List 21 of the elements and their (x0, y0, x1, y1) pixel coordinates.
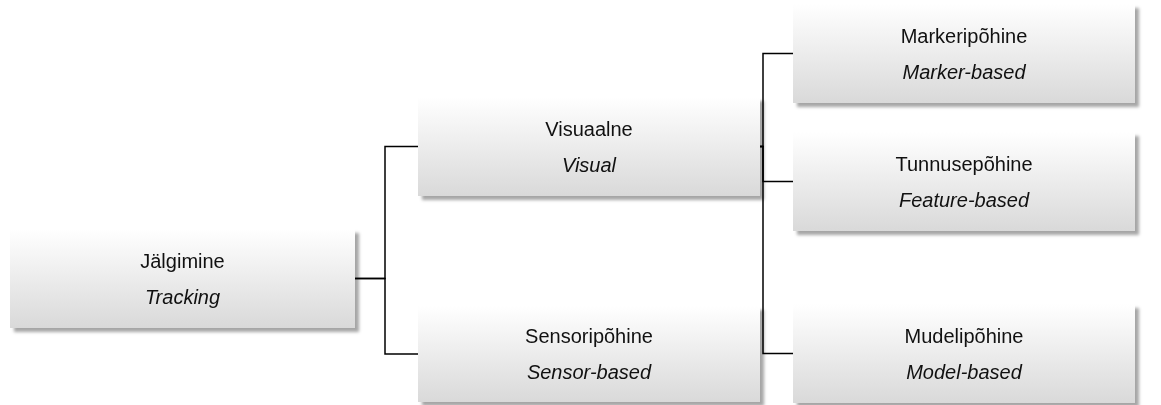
category-name: Tunnusepõhine (895, 151, 1033, 176)
category-name: Jälgimine (140, 248, 225, 273)
connector-line (354, 277, 419, 355)
english-translation: Visual (561, 152, 617, 177)
category-name: Visuaalne (545, 116, 633, 141)
connector-line (759, 52, 794, 148)
english-translation: Tracking (144, 284, 221, 309)
category-box (793, 304, 1135, 403)
english-translation: Model-based (906, 359, 1022, 384)
category-name: Sensoripõhine (525, 324, 653, 348)
english-translation: Feature-based (898, 187, 1030, 212)
connector-line (759, 145, 794, 355)
category-box (418, 97, 760, 196)
english-translation: Sensor-based (526, 360, 652, 384)
category-box (793, 132, 1135, 231)
category-box (418, 306, 760, 402)
category-box (793, 4, 1135, 103)
category-name: Mudelipõhine (904, 323, 1024, 348)
category-box (10, 229, 355, 328)
category-name: Markeripõhine (900, 23, 1028, 48)
english-translation: Marker-based (902, 59, 1026, 84)
